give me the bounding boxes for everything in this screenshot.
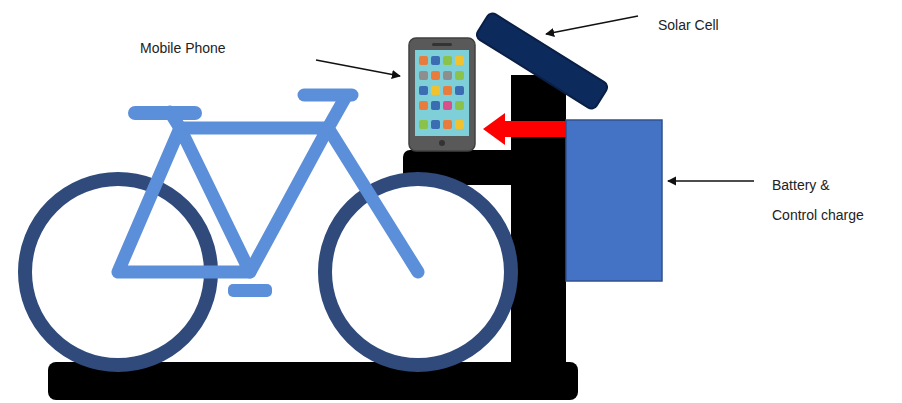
phone-body [409, 38, 475, 151]
phone-screen [415, 50, 469, 136]
leader-line [546, 16, 638, 34]
leader-line [316, 60, 400, 76]
bike-pedal [228, 284, 272, 297]
part-label: Solar Cell [658, 15, 778, 35]
bike-frame [118, 95, 418, 272]
app-icons [419, 56, 464, 129]
stand-post [511, 75, 566, 370]
bike-seat [128, 106, 202, 120]
charge-arrow [483, 113, 566, 145]
leader-line [668, 180, 754, 181]
part-label: Battery & Control charge [772, 170, 870, 230]
phone-button [439, 140, 445, 146]
phone-speaker [432, 43, 452, 46]
part-label: Mobile Phone [140, 38, 280, 58]
battery-box [566, 120, 662, 281]
